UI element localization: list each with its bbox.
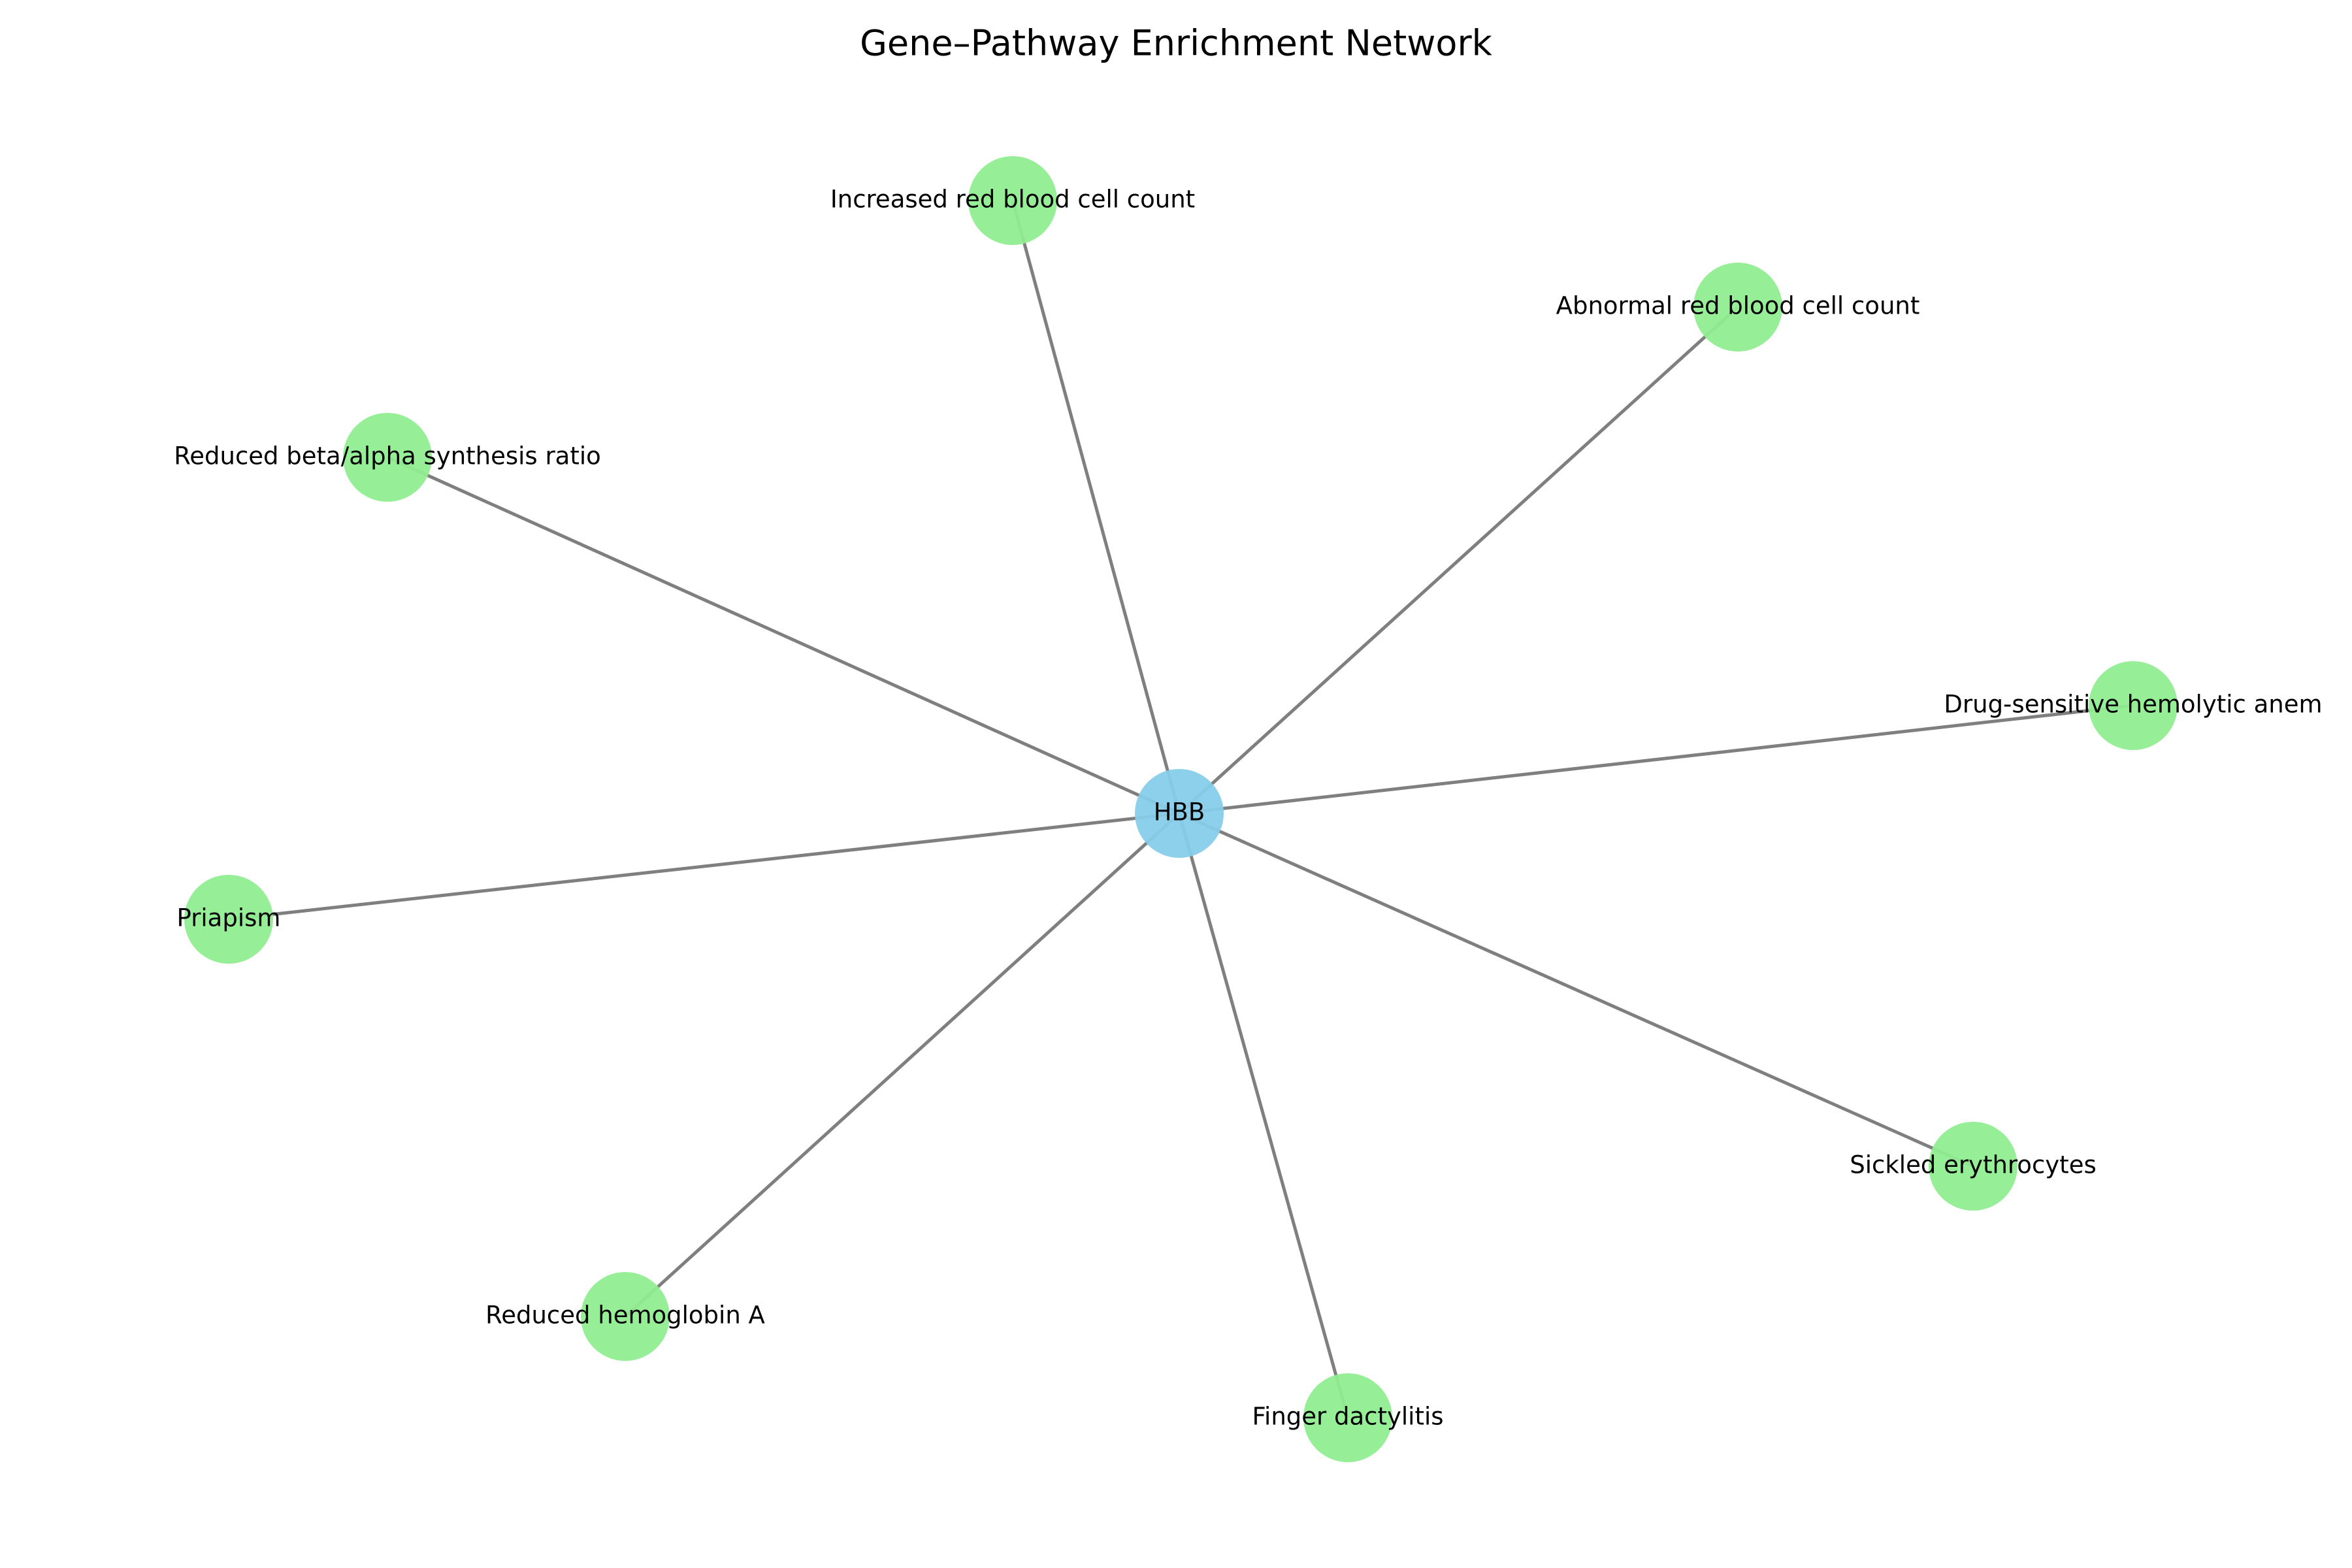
figure-title: Gene–Pathway Enrichment Network bbox=[860, 23, 1493, 64]
edge-hbb-sickled bbox=[1178, 811, 1974, 1168]
edge-hbb-abnormal-rbc bbox=[1178, 306, 1739, 815]
node-label: Priapism bbox=[177, 904, 281, 932]
phenotype-node-finger-dactylitis: Finger dactylitis bbox=[1252, 1373, 1444, 1462]
gene-node-hbb: HBB bbox=[1135, 769, 1224, 858]
edge-hbb-reduced-hba bbox=[624, 812, 1181, 1318]
phenotype-node-drug-sensitive: Drug-sensitive hemolytic anem bbox=[1944, 661, 2323, 750]
node-circle bbox=[1303, 1373, 1392, 1462]
edge-hbb-priapism bbox=[228, 811, 1180, 921]
node-label: Finger dactylitis bbox=[1252, 1403, 1443, 1431]
phenotype-node-sickled: Sickled erythrocytes bbox=[1850, 1122, 2097, 1211]
node-label: Reduced beta/alpha synthesis ratio bbox=[174, 442, 601, 470]
node-label: HBB bbox=[1154, 798, 1205, 826]
node-circle bbox=[581, 1272, 670, 1361]
edge-hbb-increased-rbc bbox=[1011, 200, 1181, 814]
node-circle bbox=[1929, 1122, 2017, 1211]
edge-hbb-finger-dactylitis bbox=[1177, 813, 1350, 1418]
node-circle bbox=[1135, 769, 1224, 858]
edge-hbb-drug-sensitive bbox=[1179, 704, 2134, 815]
node-label: Increased red blood cell count bbox=[830, 186, 1195, 214]
phenotype-node-priapism: Priapism bbox=[177, 875, 281, 964]
node-label: Abnormal red blood cell count bbox=[1556, 292, 1920, 320]
node-label: Sickled erythrocytes bbox=[1850, 1151, 2096, 1179]
edges bbox=[228, 200, 2134, 1418]
node-circle bbox=[184, 875, 273, 964]
node-circle bbox=[1693, 263, 1782, 351]
node-label: Drug-sensitive hemolytic anem bbox=[1944, 691, 2322, 719]
node-label: Reduced hemoglobin A bbox=[485, 1301, 765, 1330]
phenotype-node-increased-rbc: Increased red blood cell count bbox=[830, 156, 1195, 245]
phenotype-node-abnormal-rbc: Abnormal red blood cell count bbox=[1556, 263, 1920, 351]
phenotype-node-reduced-hba: Reduced hemoglobin A bbox=[485, 1272, 765, 1361]
node-circle bbox=[968, 156, 1057, 245]
phenotype-node-reduced-beta-alpha: Reduced beta/alpha synthesis ratio bbox=[174, 413, 601, 502]
node-circle bbox=[2089, 661, 2178, 750]
edge-hbb-reduced-beta-alpha bbox=[386, 455, 1181, 815]
node-circle bbox=[343, 413, 432, 502]
